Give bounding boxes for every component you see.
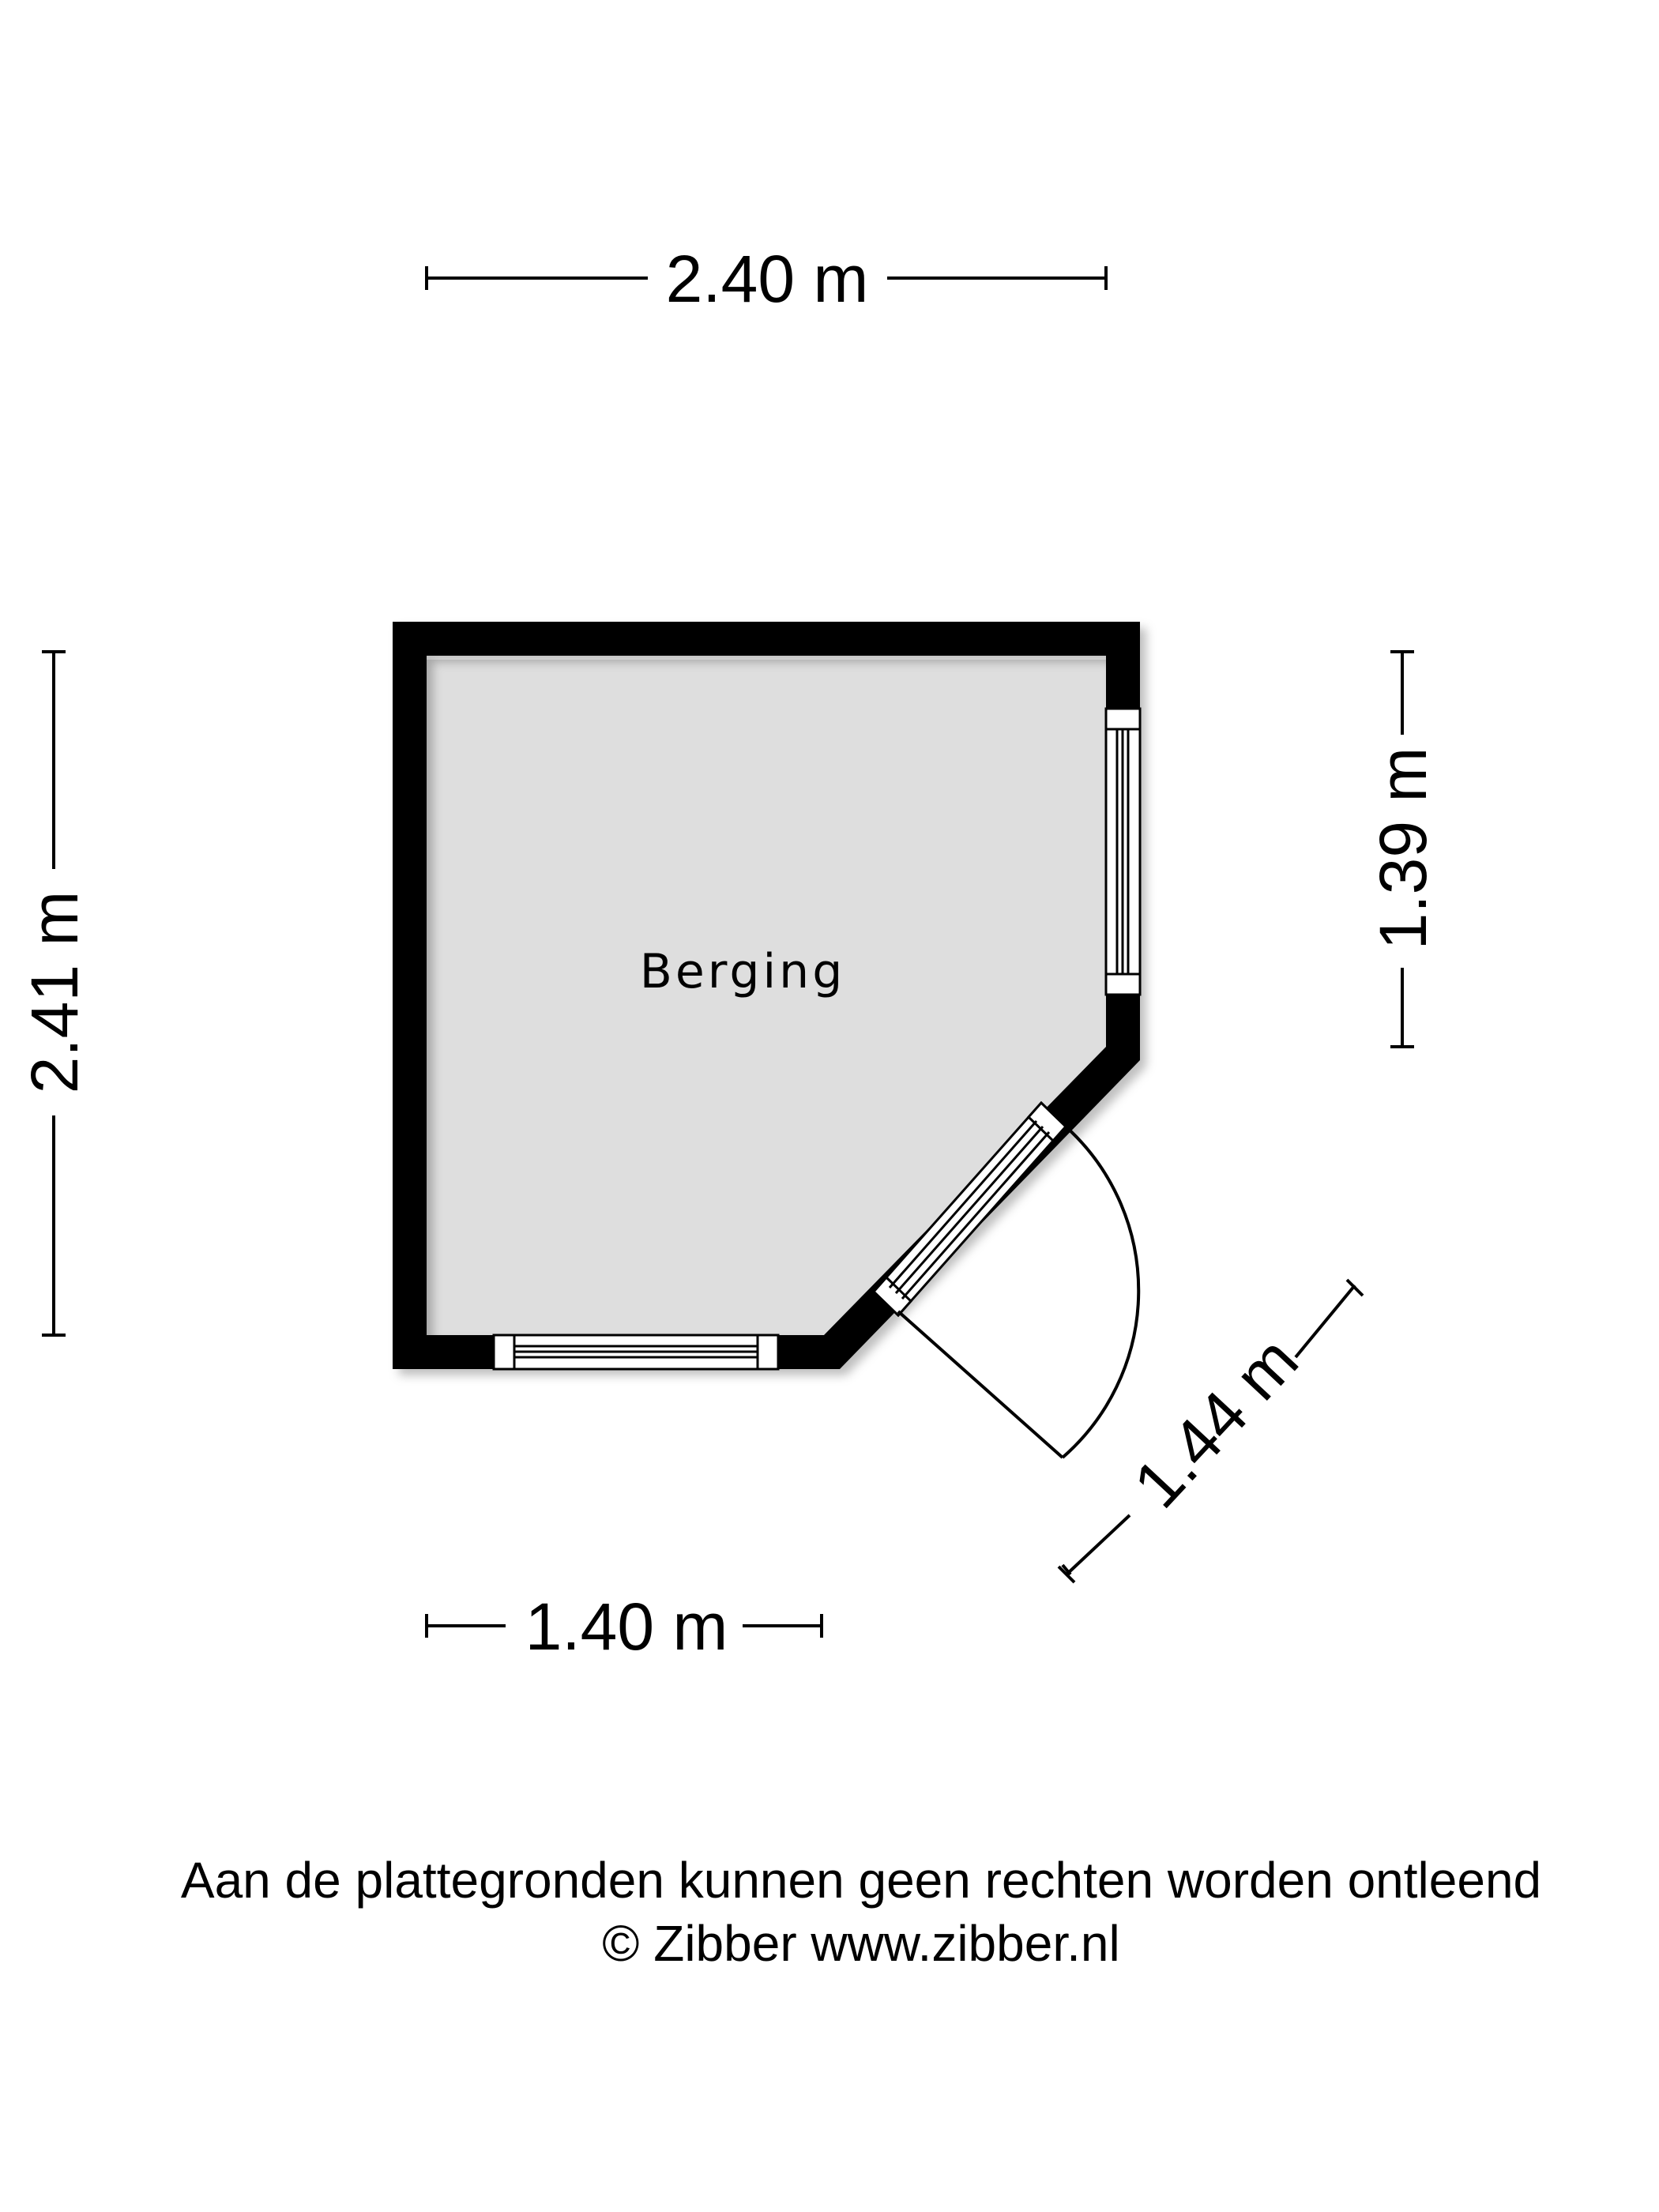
disclaimer-text: Aan de plattegronden kunnen geen rechten… — [180, 1852, 1542, 1909]
window-right — [1104, 707, 1142, 996]
dimension-diagonal: 1.44 m — [1057, 1278, 1364, 1584]
door-leaf — [897, 1310, 1064, 1459]
window-bottom — [492, 1334, 780, 1371]
dimension-top-label: 2.40 m — [666, 242, 869, 316]
dimension-right: 1.39 m — [1366, 650, 1440, 1048]
dimension-left: 2.41 m — [17, 650, 92, 1337]
door-swing-arc — [1061, 1125, 1141, 1459]
dimension-top: 2.40 m — [425, 242, 1108, 316]
dimension-bottom-label: 1.40 m — [525, 1589, 728, 1664]
dimension-left-label: 2.41 m — [17, 891, 92, 1094]
room-floor-berging — [427, 660, 1106, 1335]
dimension-right-label: 1.39 m — [1366, 747, 1440, 950]
copyright-text: © Zibber www.zibber.nl — [602, 1915, 1120, 1972]
dimension-diagonal-label: 1.44 m — [1119, 1322, 1312, 1522]
dimension-bottom: 1.40 m — [425, 1589, 823, 1664]
door-diagonal — [871, 1100, 1141, 1459]
room-label: Berging — [640, 944, 846, 999]
